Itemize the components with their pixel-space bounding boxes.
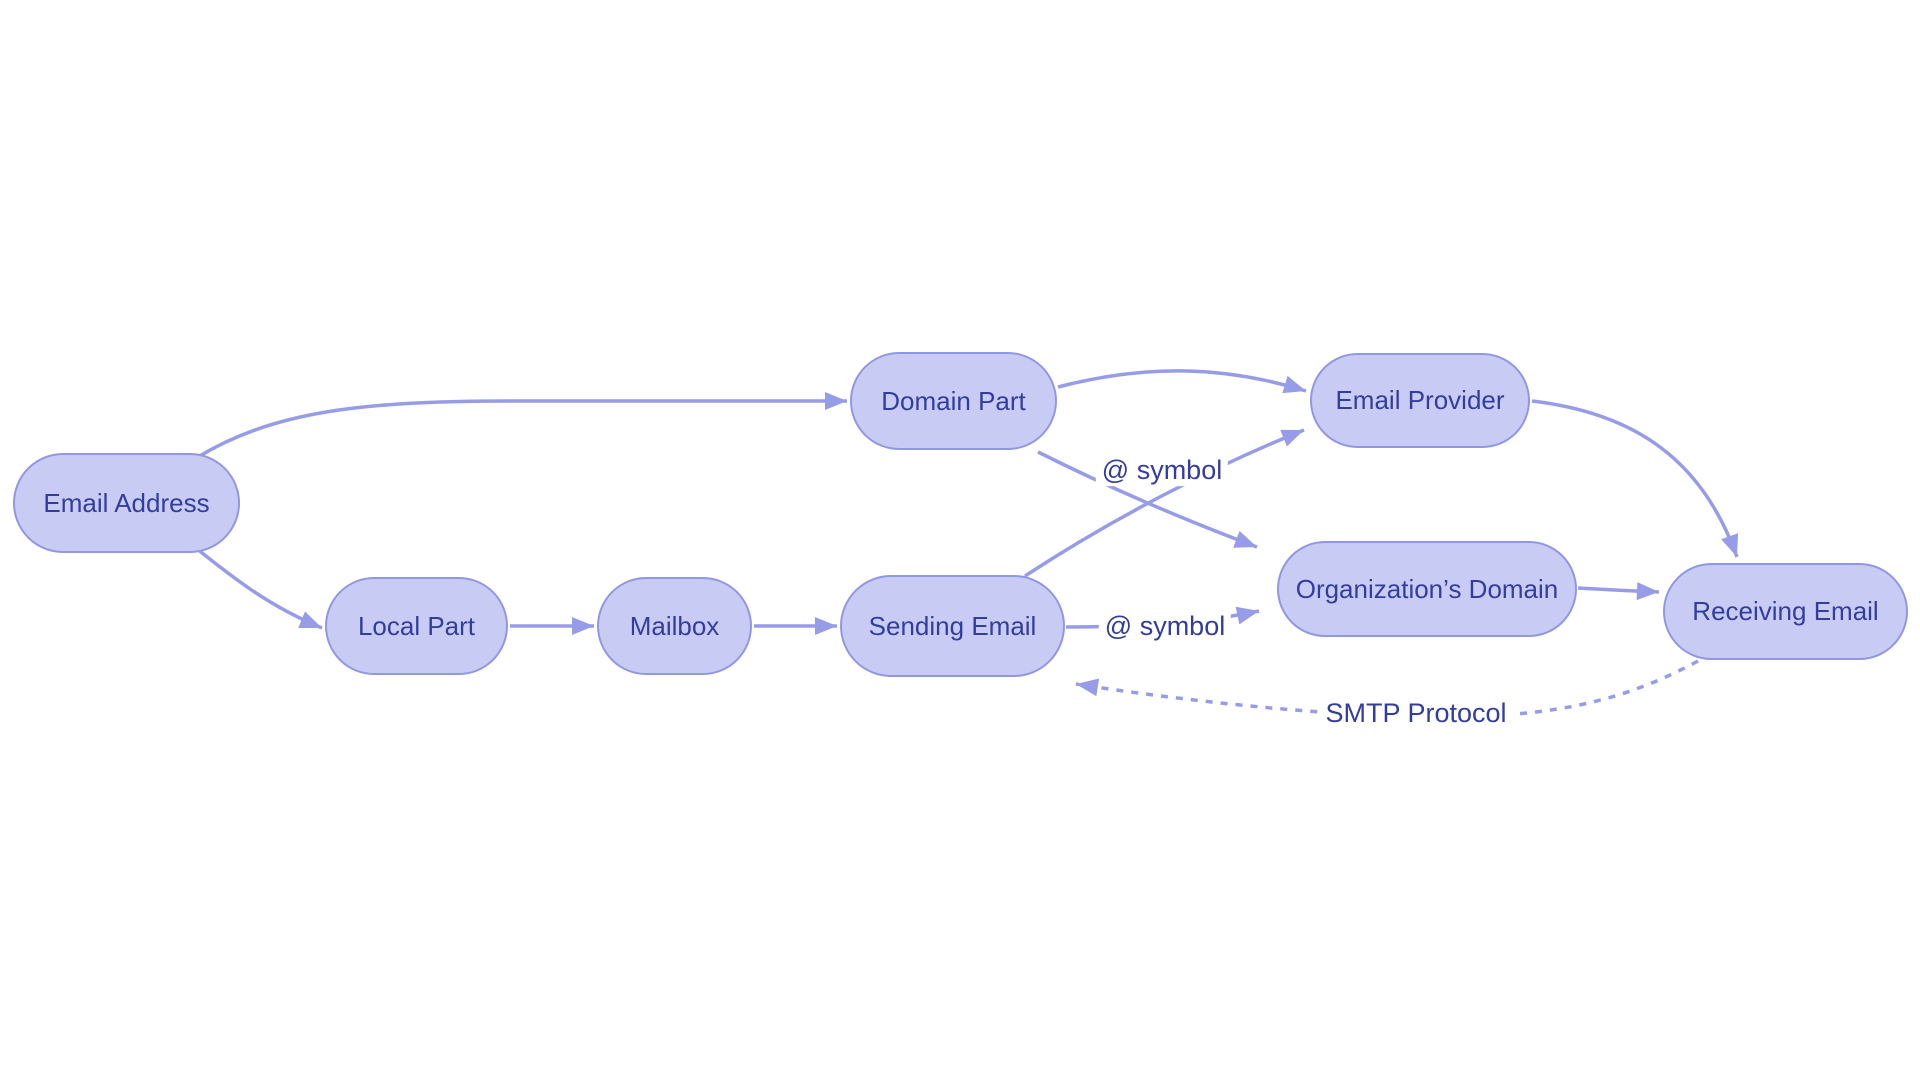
- node-receiving-email: Receiving Email: [1663, 563, 1908, 660]
- node-email-address: Email Address: [13, 453, 240, 553]
- edge-organizations-domain-to-receiving-email: [1577, 582, 1660, 601]
- node-local-part: Local Part: [325, 577, 508, 675]
- node-mailbox: Mailbox: [597, 577, 752, 675]
- node-sending-email-label: Sending Email: [868, 610, 1037, 641]
- node-domain-part: Domain Part: [850, 352, 1057, 450]
- edge-label-smtp-protocol: SMTP Protocol: [1319, 698, 1513, 729]
- node-sending-email: Sending Email: [840, 575, 1065, 677]
- node-organizations-domain: Organization’s Domain: [1277, 541, 1577, 637]
- node-organizations-domain-label: Organization’s Domain: [1295, 573, 1559, 604]
- node-email-provider-label: Email Provider: [1335, 385, 1505, 415]
- node-domain-part-label: Domain Part: [881, 385, 1026, 416]
- edge-sending-email-to-email-provider: [1024, 428, 1305, 578]
- edge-label-at-symbol-lower: @ symbol: [1098, 611, 1232, 642]
- edge-email-provider-to-receiving-email: [1531, 399, 1739, 558]
- edge-email-address-to-local-part: [184, 538, 323, 630]
- node-local-part-label: Local Part: [357, 610, 476, 641]
- node-email-provider: Email Provider: [1310, 353, 1530, 448]
- node-email-address-label: Email Address: [43, 487, 210, 518]
- node-receiving-email-label: Receiving Email: [1692, 596, 1879, 626]
- edge-domain-part-to-email-provider: [1057, 369, 1307, 394]
- edge-email-address-to-domain-part: [197, 392, 847, 459]
- node-mailbox-label: Mailbox: [629, 610, 720, 641]
- edge-label-at-symbol-upper: @ symbol: [1095, 455, 1229, 486]
